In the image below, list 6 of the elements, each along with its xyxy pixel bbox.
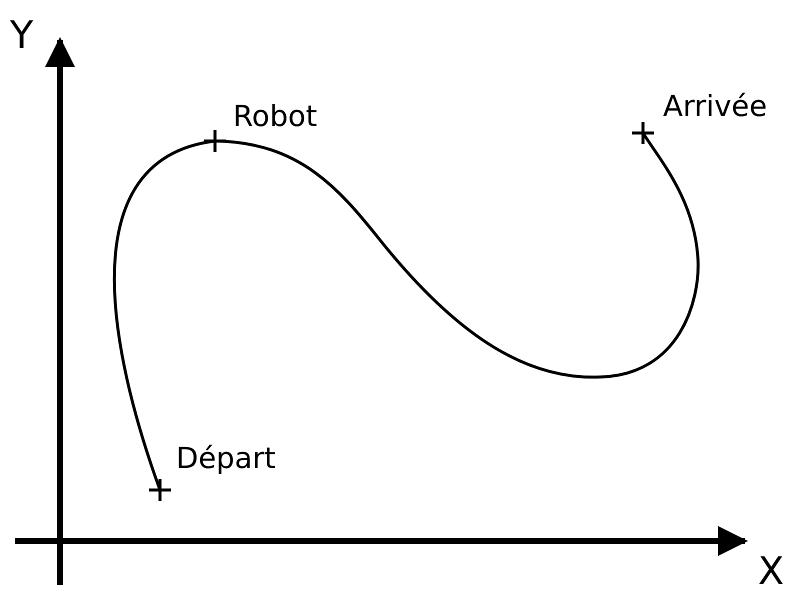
point-label: Départ <box>176 444 276 473</box>
point-label: Arrivée <box>663 92 768 121</box>
trajectory-curve <box>112 140 216 490</box>
axis-label: Y <box>10 16 34 54</box>
axis-label: X <box>758 552 784 590</box>
point-label: Robot <box>233 102 318 131</box>
